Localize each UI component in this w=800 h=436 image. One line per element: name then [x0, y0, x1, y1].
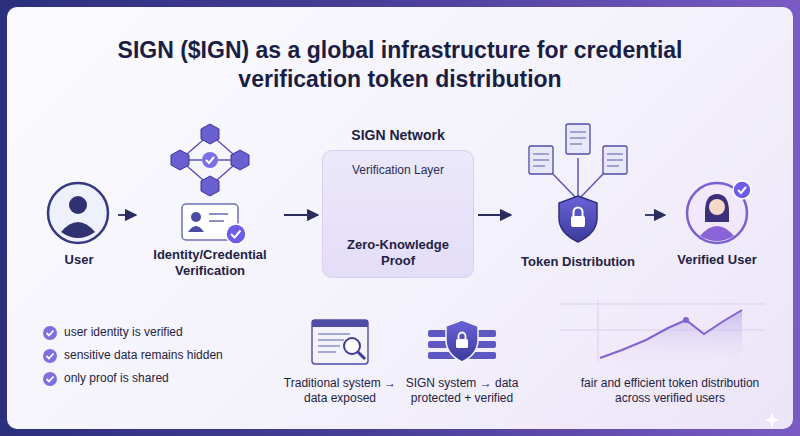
- panel-heading: SIGN Network: [351, 126, 444, 144]
- node-label: Identity/Credential Verification: [140, 247, 280, 279]
- caption-note: Traditional system → data exposed: [272, 376, 408, 406]
- check-badge: [202, 152, 218, 168]
- caption-note: SIGN system → data protected + verified: [384, 376, 540, 406]
- node-label: Token Distribution: [521, 254, 635, 270]
- flow-arrow: [284, 214, 318, 216]
- process-node: Identity/Credential Verification: [140, 115, 280, 290]
- check-bullets: [43, 326, 57, 386]
- growth-chart: [560, 300, 765, 362]
- protected-data-icon: [428, 320, 496, 362]
- flow-arrow: [478, 214, 511, 216]
- node-label: User: [65, 252, 94, 268]
- flow-arrow: [645, 214, 665, 216]
- cube-nodes: [171, 124, 249, 196]
- diagram-title: SIGN ($IGN) as a global infrastructure f…: [60, 36, 740, 94]
- process-node: Verified User: [669, 180, 765, 275]
- process-node: User: [44, 180, 114, 275]
- flow-arrow: [118, 214, 136, 216]
- verified-user-icon: [687, 181, 751, 243]
- checklist-item: only proof is shared: [64, 371, 304, 386]
- node-label: Verified User: [677, 252, 757, 268]
- checklist-item: user identity is verified: [64, 325, 304, 340]
- document-icon: [312, 320, 368, 364]
- checklist-item: sensitive data remains hidden: [64, 348, 304, 363]
- node-label: Zero-Knowledge Proof: [329, 237, 467, 269]
- id-card-icon: [182, 204, 246, 244]
- user-icon: [48, 183, 108, 243]
- caption-note: fair and efficient token distribution ac…: [568, 376, 772, 406]
- verification-layer-panel: Verification LayerZero-Knowledge Proof: [322, 150, 474, 278]
- token-icon: [529, 124, 627, 242]
- process-node: Token Distribution: [515, 118, 641, 283]
- layer-label: Verification Layer: [352, 163, 444, 178]
- network-panel: SIGN NetworkVerification LayerZero-Knowl…: [322, 126, 474, 284]
- sparkle: [764, 412, 780, 428]
